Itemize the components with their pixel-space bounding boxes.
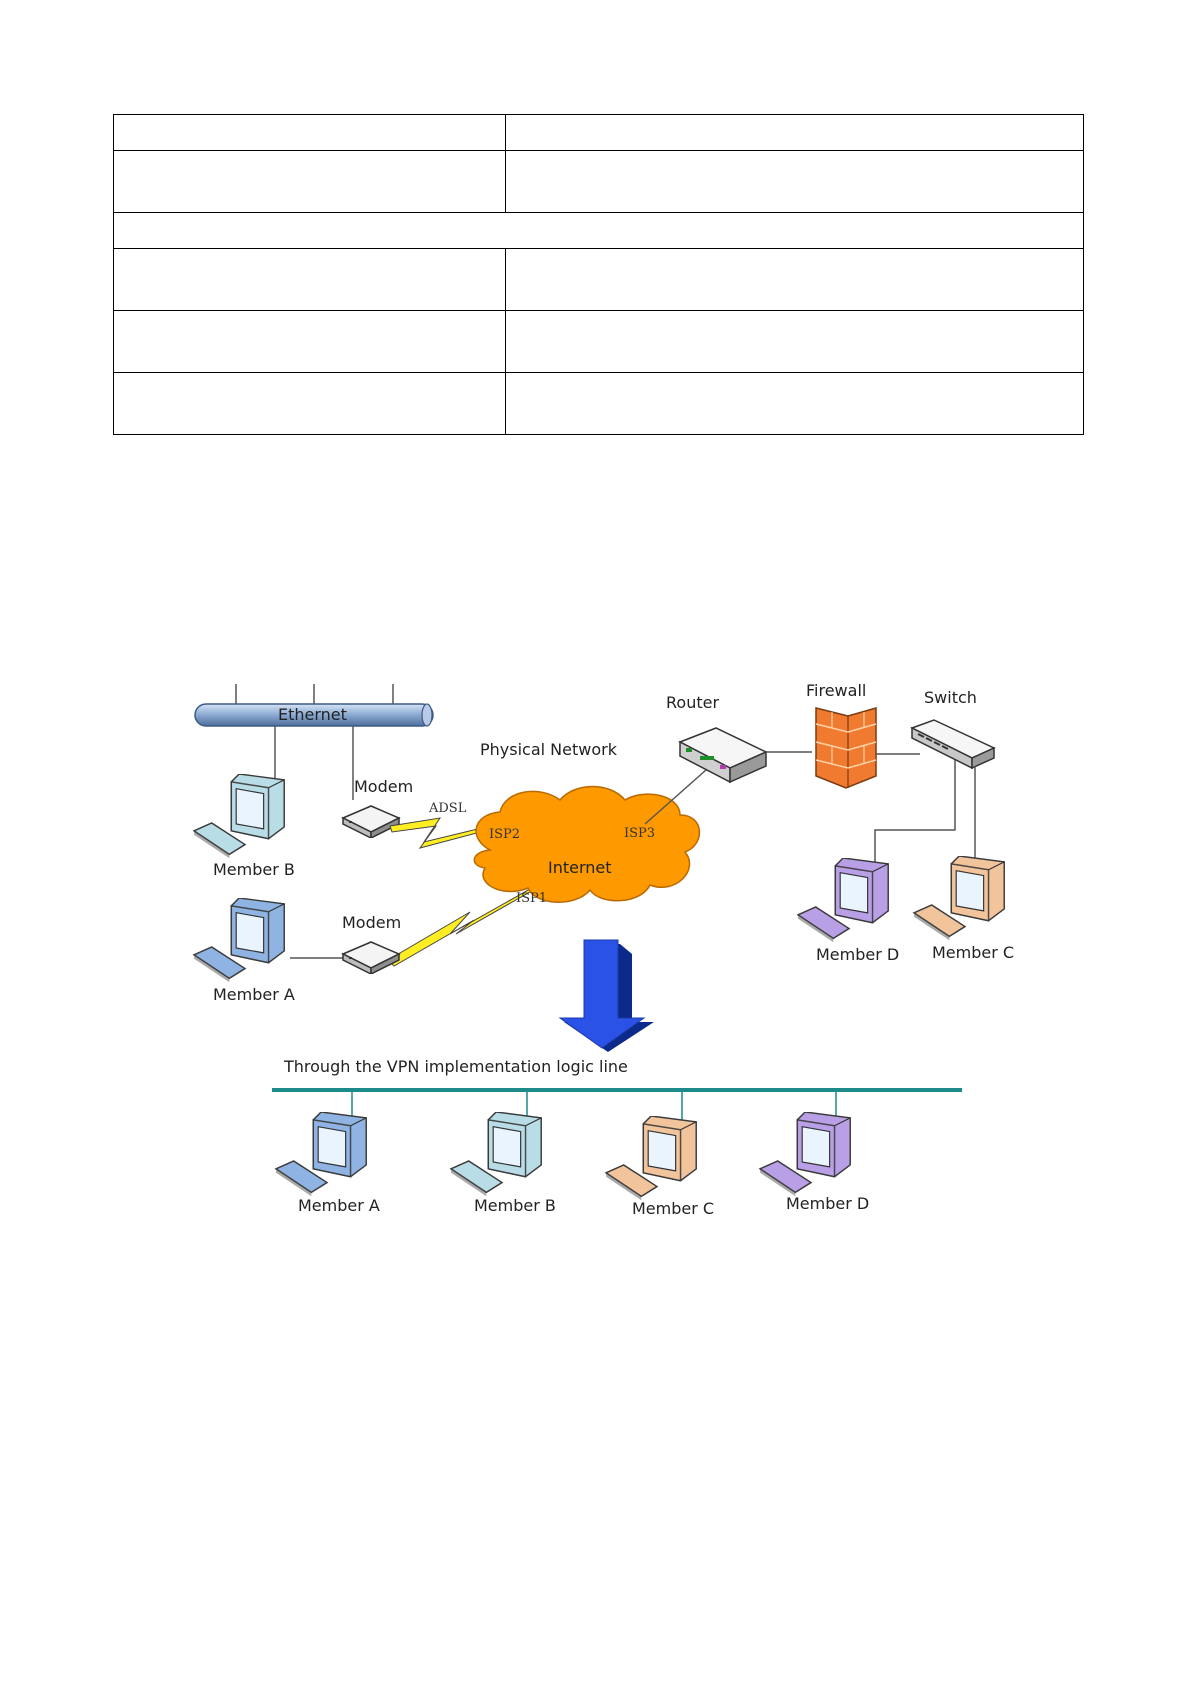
internet-cloud: Internet xyxy=(473,785,701,903)
member-c-bottom-computer xyxy=(605,1116,697,1202)
member-d-top-computer xyxy=(797,858,889,944)
member-c-top-computer xyxy=(913,856,1005,942)
isp2-label: ISP2 xyxy=(489,827,520,842)
firewall-label: Firewall xyxy=(806,681,866,700)
member-b-bottom-label: Member B xyxy=(474,1196,556,1215)
table-row xyxy=(113,372,1084,435)
router-label: Router xyxy=(666,693,719,712)
member-d-bottom-computer xyxy=(759,1112,851,1198)
table-cell-left xyxy=(113,248,506,311)
table-cell-left xyxy=(113,150,506,213)
table-cell-left xyxy=(113,372,506,435)
member-a-bottom-computer xyxy=(275,1112,367,1198)
table-cell-right xyxy=(505,248,1084,311)
switch xyxy=(910,719,996,770)
modem-top xyxy=(342,805,400,838)
switch-label: Switch xyxy=(924,688,977,707)
table-cell-right xyxy=(505,372,1084,435)
ethernet-bus: Ethernet xyxy=(194,684,434,727)
member-a-top-computer xyxy=(193,898,285,984)
vpn-line-label: Through the VPN implementation logic lin… xyxy=(283,1057,628,1076)
ethernet-label: Ethernet xyxy=(278,705,347,724)
member-d-top-label: Member D xyxy=(816,945,899,964)
isp3-label: ISP3 xyxy=(624,826,655,841)
down-arrow xyxy=(558,939,654,1052)
modem-top-label: Modem xyxy=(354,777,413,796)
physical-network-label: Physical Network xyxy=(480,740,618,759)
adsl-label: ADSL xyxy=(428,801,467,816)
member-b-top-label: Member B xyxy=(213,860,295,879)
member-c-top-label: Member C xyxy=(932,943,1014,962)
member-c-bottom-label: Member C xyxy=(632,1199,714,1218)
adsl-link-bolt xyxy=(389,817,491,849)
table-row xyxy=(113,310,1084,373)
modem-bottom-label: Modem xyxy=(342,913,401,932)
table-row xyxy=(113,248,1084,311)
router xyxy=(678,727,768,784)
member-a-bottom-label: Member A xyxy=(298,1196,380,1215)
firewall xyxy=(815,707,877,789)
member-a-top-label: Member A xyxy=(213,985,295,1004)
member-b-top-computer xyxy=(193,774,285,860)
modem-bottom xyxy=(342,941,400,974)
blank-table xyxy=(113,114,1084,435)
internet-label: Internet xyxy=(548,858,612,877)
member-d-bottom-label: Member D xyxy=(786,1194,869,1213)
isp1-label: ISP1 xyxy=(516,891,547,906)
member-b-bottom-computer xyxy=(450,1112,542,1198)
table-cell-right xyxy=(505,310,1084,373)
table-cell-left xyxy=(113,310,506,373)
